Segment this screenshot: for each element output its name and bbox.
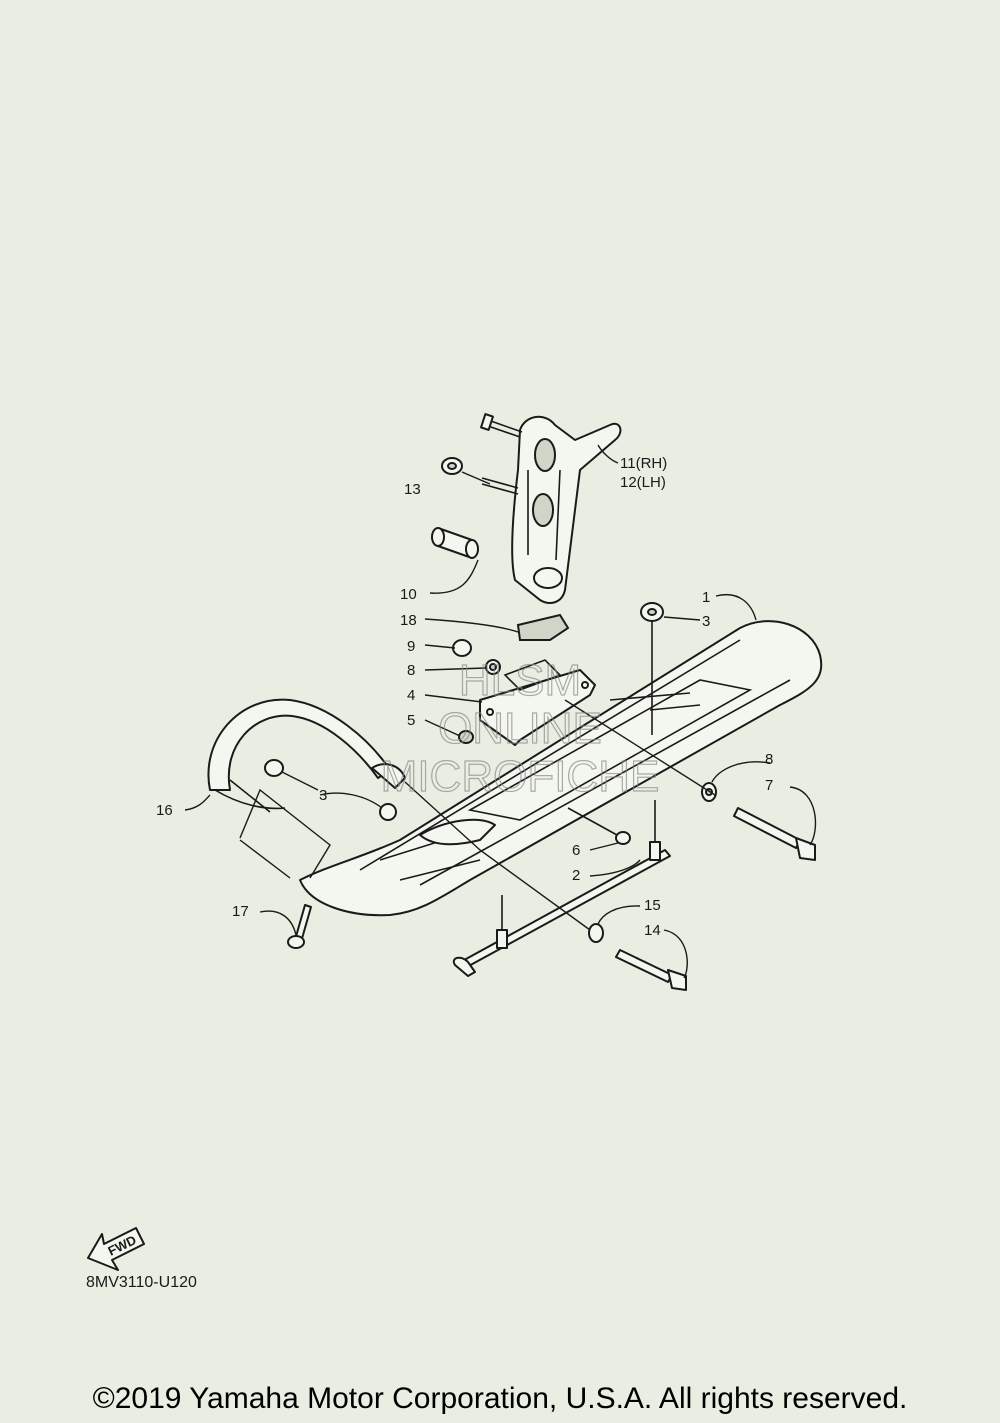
callout-16: 16 <box>156 802 173 819</box>
callout-11: 11(RH) <box>620 455 667 472</box>
callout-10: 10 <box>400 586 417 603</box>
washer-15 <box>588 923 604 943</box>
callout-15: 15 <box>644 897 661 914</box>
ski-bracket-4 <box>479 659 596 746</box>
watermark-line2: ONLINE <box>438 704 602 753</box>
callout-3-left: 3 <box>319 787 327 804</box>
ski-handle-loop <box>207 698 406 813</box>
nut-13 <box>441 457 463 475</box>
collar-10 <box>431 527 479 559</box>
fwd-arrow-icon: FWD <box>87 1227 145 1271</box>
callout-9: 9 <box>407 638 415 655</box>
nut-3-right <box>640 602 664 735</box>
callout-8-upper: 8 <box>407 662 415 679</box>
callout-13: 13 <box>404 481 421 498</box>
ski-body <box>299 620 823 917</box>
callout-17: 17 <box>232 903 249 920</box>
damper-18 <box>516 613 570 641</box>
callout-14: 14 <box>644 922 661 939</box>
callout-7: 7 <box>765 777 773 794</box>
callout-8-lower: 8 <box>765 751 773 768</box>
callout-12: 12(LH) <box>620 474 666 491</box>
spindle-upper-bolt <box>480 413 523 438</box>
callout-5: 5 <box>407 712 415 729</box>
callout-3-right: 3 <box>702 613 710 630</box>
nut-9 <box>452 639 472 657</box>
watermark-line3: MICROFICHE <box>381 752 660 801</box>
copyright-notice: ©2019 Yamaha Motor Corporation, U.S.A. A… <box>93 1382 908 1415</box>
spindle-arm <box>511 415 622 604</box>
nut-3-left <box>264 759 397 821</box>
wear-bar-2 <box>452 800 671 977</box>
watermark-line1: HLSM <box>459 656 581 705</box>
bolt-7 <box>733 807 816 861</box>
nut-5 <box>458 730 474 744</box>
spindle-mid-bolt <box>481 477 519 495</box>
bolt-14 <box>615 949 687 991</box>
bolt-6 <box>567 807 631 845</box>
callout-4: 4 <box>407 687 415 704</box>
callout-18: 18 <box>400 612 417 629</box>
leader-lines <box>184 444 817 979</box>
bolt-17 <box>287 904 312 949</box>
callout-6: 6 <box>572 842 580 859</box>
callout-1: 1 <box>702 589 710 606</box>
diagram-code: 8MV3110-U120 <box>86 1274 197 1291</box>
callout-2: 2 <box>572 867 580 884</box>
washer-8-upper <box>485 659 501 675</box>
